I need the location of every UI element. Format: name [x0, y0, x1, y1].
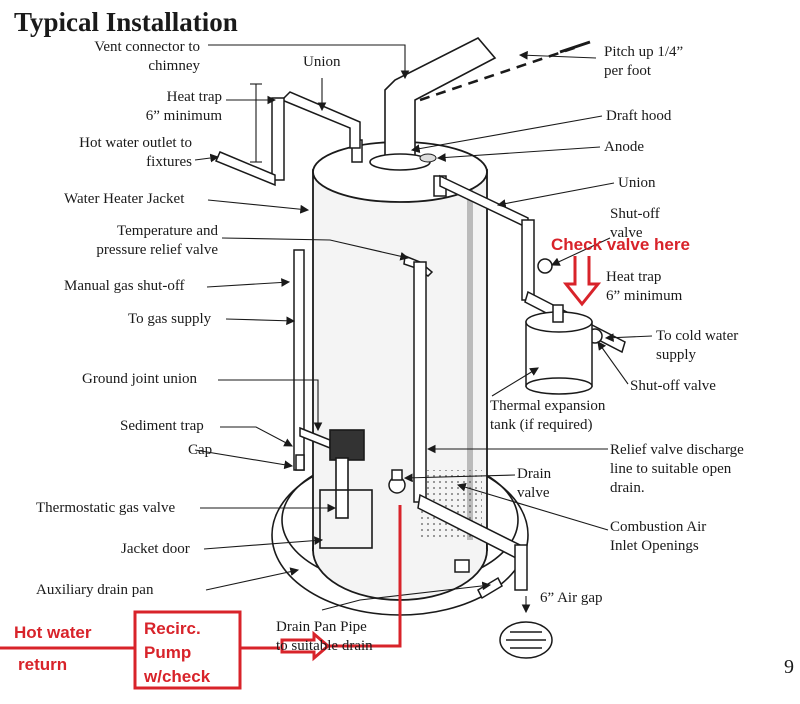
label-combustion-air: Combustion Air Inlet Openings [610, 518, 706, 556]
label-line: Inlet Openings [610, 538, 699, 554]
annotation-check-valve: Check valve here [551, 235, 690, 254]
label-line: Vent connector to [94, 39, 200, 55]
label-draft-hood: Draft hood [606, 108, 672, 124]
label-line: Combustion Air [610, 519, 707, 535]
label-line: Drain [517, 466, 552, 482]
label-line: pressure relief valve [96, 242, 218, 258]
label-line: Relief valve discharge [610, 442, 744, 458]
label-anode: Anode [604, 139, 644, 155]
label-line: per foot [604, 63, 652, 79]
label-cap: Cap [188, 442, 213, 458]
red-annotations [0, 256, 602, 690]
label-hot-outlet: Hot water outlet to fixtures [20, 134, 192, 172]
label-sediment-trap: Sediment trap [120, 418, 204, 434]
label-line: fixtures [146, 154, 192, 170]
label-union-right: Union [618, 175, 656, 191]
label-expansion-tank: Thermal expansion tank (if required) [490, 397, 605, 435]
label-line: Drain Pan Pipe [276, 619, 367, 635]
label-line: tank (if required) [490, 417, 593, 433]
label-jacket: Water Heater Jacket [64, 191, 185, 207]
thermal-expansion-tank [525, 304, 593, 395]
label-tp-valve: Temperature and pressure relief valve [60, 222, 218, 260]
anode [419, 153, 437, 163]
floor-drain [499, 621, 553, 659]
label-shutoff-bottom: Shut-off valve [630, 378, 716, 394]
label-shutoff-top: Shut-off valve [610, 205, 660, 243]
annotation-hot-return-2: return [18, 655, 68, 674]
label-cold-supply: To cold water supply [656, 327, 738, 365]
label-line: Shut-off [610, 206, 660, 222]
label-line: Heat trap [606, 269, 662, 285]
label-line: To cold water [656, 328, 739, 344]
leader-lines [194, 44, 653, 614]
label-line: to suitable drain [276, 638, 373, 654]
annotation-hot-return-1: Hot water [14, 623, 92, 642]
hot-water-piping [215, 91, 363, 187]
label-line: valve [610, 225, 643, 241]
label-line: Pitch up 1/4” [604, 44, 684, 60]
thermostatic-gas-valve [319, 429, 373, 549]
page-number: 9 [784, 656, 794, 678]
label-drain-pan-pipe: Drain Pan Pipe to suitable drain [276, 618, 373, 656]
label-relief-discharge: Relief valve discharge line to suitable … [610, 441, 744, 498]
label-line: chimney [148, 58, 200, 74]
label-line: 6” minimum [145, 108, 222, 124]
label-heat-trap-right: Heat trap 6” minimum [606, 268, 682, 306]
label-gas-supply: To gas supply [128, 311, 212, 327]
annotation-pump-1: Recirc. [144, 619, 201, 638]
drain-valve [388, 469, 406, 494]
label-manual-gas: Manual gas shut-off [64, 278, 185, 294]
label-line: Thermal expansion [490, 398, 606, 414]
label-jacket-door: Jacket door [121, 541, 190, 557]
label-line: drain. [610, 480, 645, 496]
label-line: supply [656, 347, 697, 363]
label-line: Hot water outlet to [79, 135, 192, 151]
annotation-pump-3: w/check [144, 667, 211, 686]
annotation-pump-2: Pump [144, 643, 192, 662]
label-air-gap: 6” Air gap [540, 590, 603, 606]
label-union-top: Union [303, 54, 341, 70]
label-line: Temperature and [117, 223, 218, 239]
label-line: valve [517, 485, 550, 501]
label-drain-valve: Drain valve [517, 465, 551, 503]
label-pitch: Pitch up 1/4” per foot [604, 43, 683, 81]
page-title: Typical Installation [14, 7, 238, 37]
label-ground-union: Ground joint union [82, 371, 197, 387]
label-line: 6” minimum [606, 288, 683, 304]
label-line: line to suitable open [610, 461, 732, 477]
label-vent-connector: Vent connector to chimney [60, 38, 200, 76]
label-heat-trap-left: Heat trap 6” minimum [110, 88, 222, 126]
relief-valve-discharge [403, 254, 528, 591]
label-thermostatic: Thermostatic gas valve [36, 500, 176, 516]
label-aux-pan: Auxiliary drain pan [36, 582, 154, 598]
heat-trap-bracket-left [250, 83, 262, 163]
label-line: Heat trap [166, 89, 222, 105]
